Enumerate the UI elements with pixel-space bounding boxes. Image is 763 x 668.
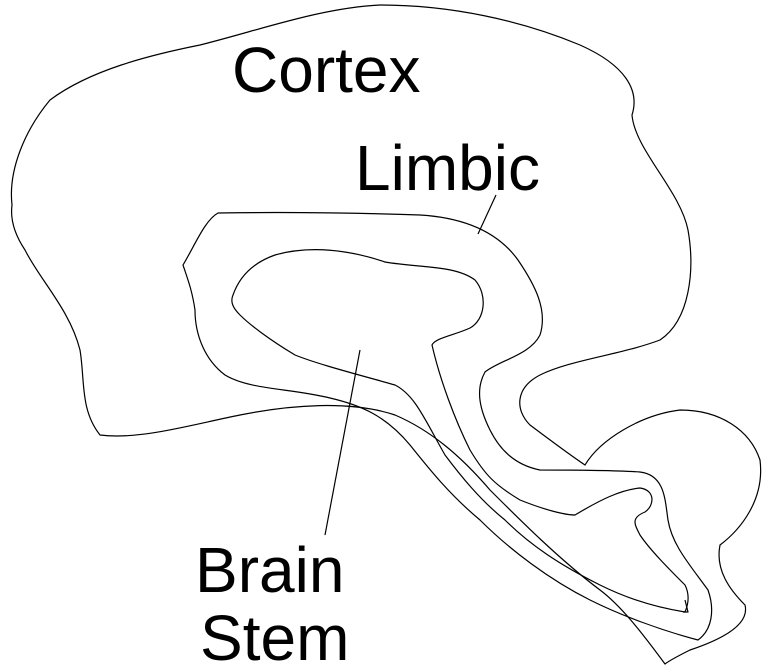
brain-stem-label-line1: Brain [195,534,344,606]
brain-stem-leader-line [325,350,360,535]
limbic-label: Limbic [355,132,540,204]
cortex-label: Cortex [232,34,421,106]
brain-stem-label-line2: Stem [200,602,349,668]
